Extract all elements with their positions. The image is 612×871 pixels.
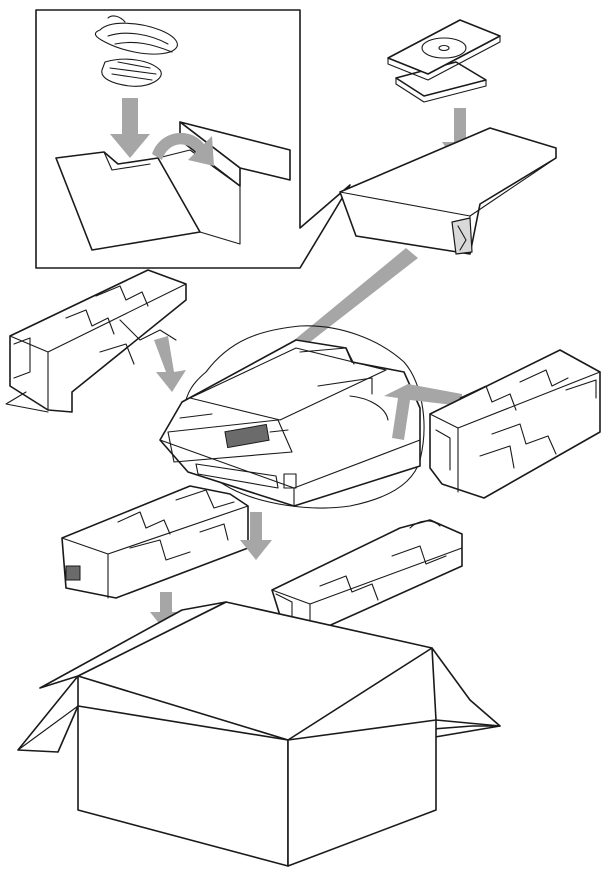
- down-arrow-icon: [240, 512, 272, 560]
- down-arrow-icon: [384, 384, 462, 440]
- cd-rom-and-manual: [387, 19, 501, 103]
- right-foam-insert: [429, 349, 601, 499]
- left-foam-insert: [5, 269, 187, 413]
- down-arrow-icon: [154, 336, 186, 392]
- phone-cable-icon: [101, 58, 162, 87]
- curved-arrow-icon: [152, 132, 214, 166]
- down-arrow-icon: [110, 98, 150, 158]
- inset-callout-panel: [35, 9, 351, 269]
- power-cable-icon: [94, 15, 178, 55]
- carton-box: [17, 601, 501, 867]
- front-right-foam-insert: [271, 519, 463, 629]
- printer-mfc: [159, 325, 425, 509]
- front-left-foam-insert: [61, 485, 249, 599]
- document-tray: [339, 127, 557, 255]
